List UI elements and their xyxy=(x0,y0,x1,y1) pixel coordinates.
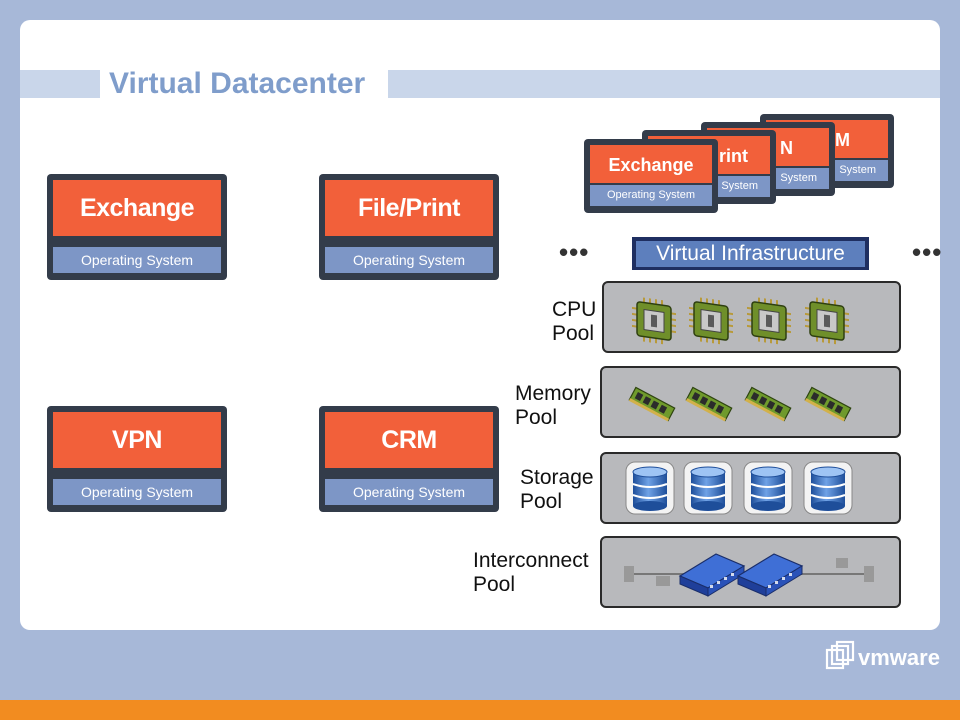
vm-crm: CRM Operating System xyxy=(319,406,499,512)
stack-vm-os-label: Operating System xyxy=(590,185,712,206)
cpu-pool-panel xyxy=(602,281,901,353)
vm-vpn: VPN Operating System xyxy=(47,406,227,512)
title-box xyxy=(100,66,388,100)
memory-pool-label: Memory Pool xyxy=(515,382,591,430)
page-title: Virtual Datacenter xyxy=(109,67,366,100)
vm-app-label: File/Print xyxy=(325,180,493,236)
vm-app-label: CRM xyxy=(325,412,493,468)
memory-pool-panel xyxy=(600,366,901,438)
memory-pool-icons xyxy=(628,386,852,422)
vmware-logo: vmware xyxy=(822,640,940,679)
stack-vm-app-label: Exchange xyxy=(590,145,712,183)
vm-os-label: Operating System xyxy=(325,247,493,273)
storage-pool-panel xyxy=(600,452,901,524)
vm-os-label: Operating System xyxy=(325,479,493,505)
pool-label-line1: Memory xyxy=(515,382,591,405)
pool-label-line1: Interconnect xyxy=(473,549,589,572)
accent-stripe xyxy=(0,700,960,720)
ellipsis-right: ••• xyxy=(912,237,943,267)
ellipsis-left: ••• xyxy=(559,237,590,267)
vm-exchange: Exchange Operating System xyxy=(47,174,227,280)
stack-vm-exchange: Exchange Operating System xyxy=(584,139,718,213)
pool-label-line2: Pool xyxy=(520,490,563,513)
cpu-pool-icons xyxy=(630,294,851,348)
vm-os-label: Operating System xyxy=(53,479,221,505)
interconnect-pool-panel xyxy=(600,536,901,608)
virtual-infrastructure-label: Virtual Infrastructure xyxy=(636,241,865,267)
vmware-logo-mark: vmware xyxy=(825,640,940,670)
pool-label-line2: Pool xyxy=(515,406,558,429)
pool-label-line1: Storage xyxy=(520,466,594,489)
vm-os-label: Operating System xyxy=(53,247,221,273)
vm-app-label: VPN xyxy=(53,412,221,468)
pool-label-line1: CPU xyxy=(552,298,597,321)
pool-label-line2: Pool xyxy=(552,322,595,345)
pool-label-line2: Pool xyxy=(473,573,516,596)
interconnect-pool-label: Interconnect Pool xyxy=(473,549,589,597)
cpu-pool-label: CPU Pool xyxy=(552,298,596,346)
interconnect-pool-icons xyxy=(624,553,874,597)
vm-app-label: Exchange xyxy=(53,180,221,236)
storage-pool-label: Storage Pool xyxy=(520,466,594,514)
vmware-wordmark: vmware xyxy=(858,645,940,670)
vm-file-print: File/Print Operating System xyxy=(319,174,499,280)
storage-pool-icons xyxy=(625,461,853,515)
